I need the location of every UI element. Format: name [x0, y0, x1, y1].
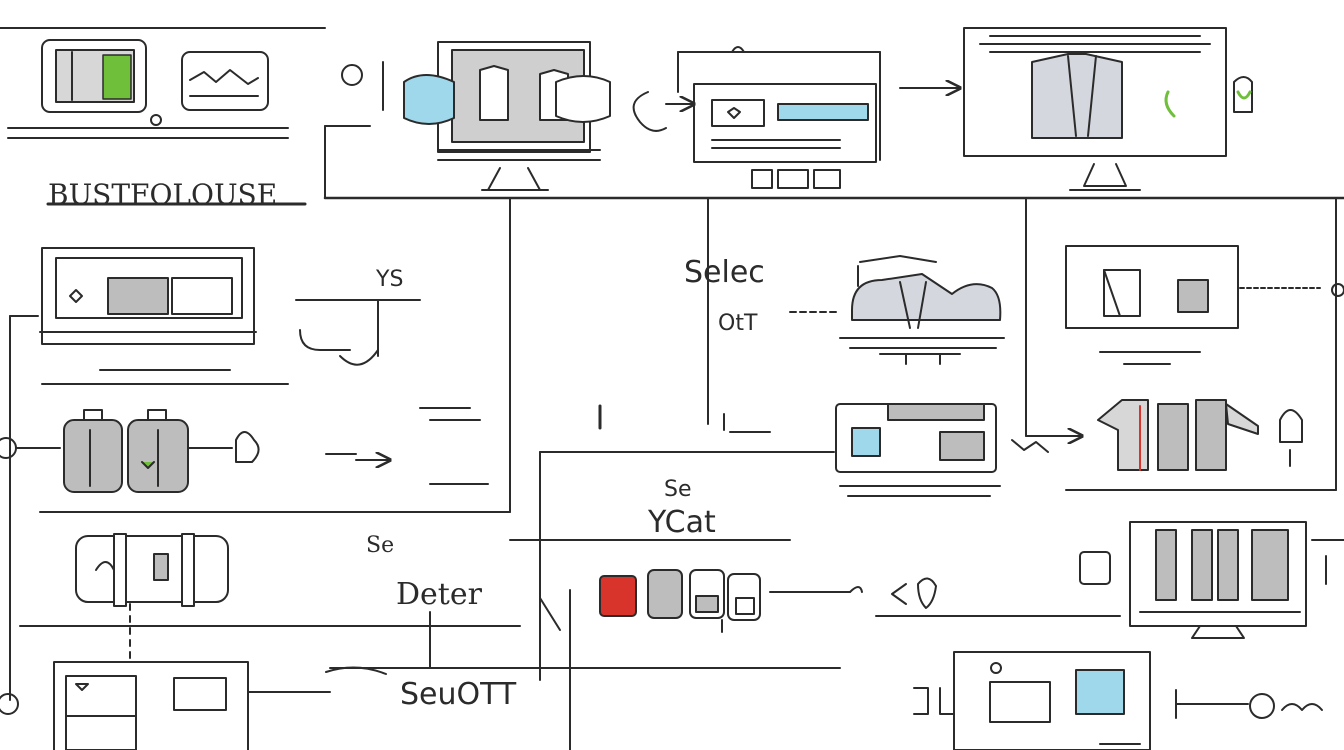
lock-icon: [1279, 409, 1303, 443]
lower-left-module: [0, 315, 841, 750]
lower-right-module: [875, 521, 1344, 750]
lock-icon: [235, 431, 260, 463]
label-select: Selec: [684, 255, 765, 290]
form-monitor: [632, 46, 960, 189]
center-panel: [509, 197, 841, 681]
battery-row: [539, 569, 937, 633]
monitor-icon: [693, 83, 877, 163]
right-panel: [1025, 197, 1344, 491]
label-seuott: SeuOTT: [400, 677, 517, 712]
suitcase-icon: [63, 409, 189, 493]
top-left-module: [0, 27, 326, 206]
label-ys: YS: [375, 267, 403, 292]
monitor-icon: [41, 247, 255, 345]
monitor-clothing-2: [963, 27, 1253, 191]
monitor-icon: [1065, 245, 1239, 329]
left-panel: [0, 197, 511, 513]
center-right-form: [797, 403, 1049, 497]
label-ycat: YCat: [647, 505, 716, 540]
label-se: Se: [366, 533, 394, 558]
label-se-small: Se: [664, 477, 692, 502]
clothing-icon: [1097, 399, 1259, 471]
label-deter: Deter: [396, 577, 483, 612]
laptop-icon: [41, 39, 147, 113]
lock-icon: [1079, 551, 1111, 585]
laptop-icon: [953, 651, 1151, 750]
landscape-icon: [181, 51, 269, 111]
monitor-icon: [963, 27, 1227, 157]
vehicle-module: [839, 255, 1005, 365]
document-icon: [53, 661, 249, 750]
monitor-icon: [1129, 521, 1307, 627]
monitor-clothing-1: [341, 41, 611, 191]
label-ott: OtT: [718, 311, 758, 336]
top-left-title: BUSTFOLOUSE: [48, 178, 277, 211]
clothing-icon: [1031, 53, 1123, 139]
